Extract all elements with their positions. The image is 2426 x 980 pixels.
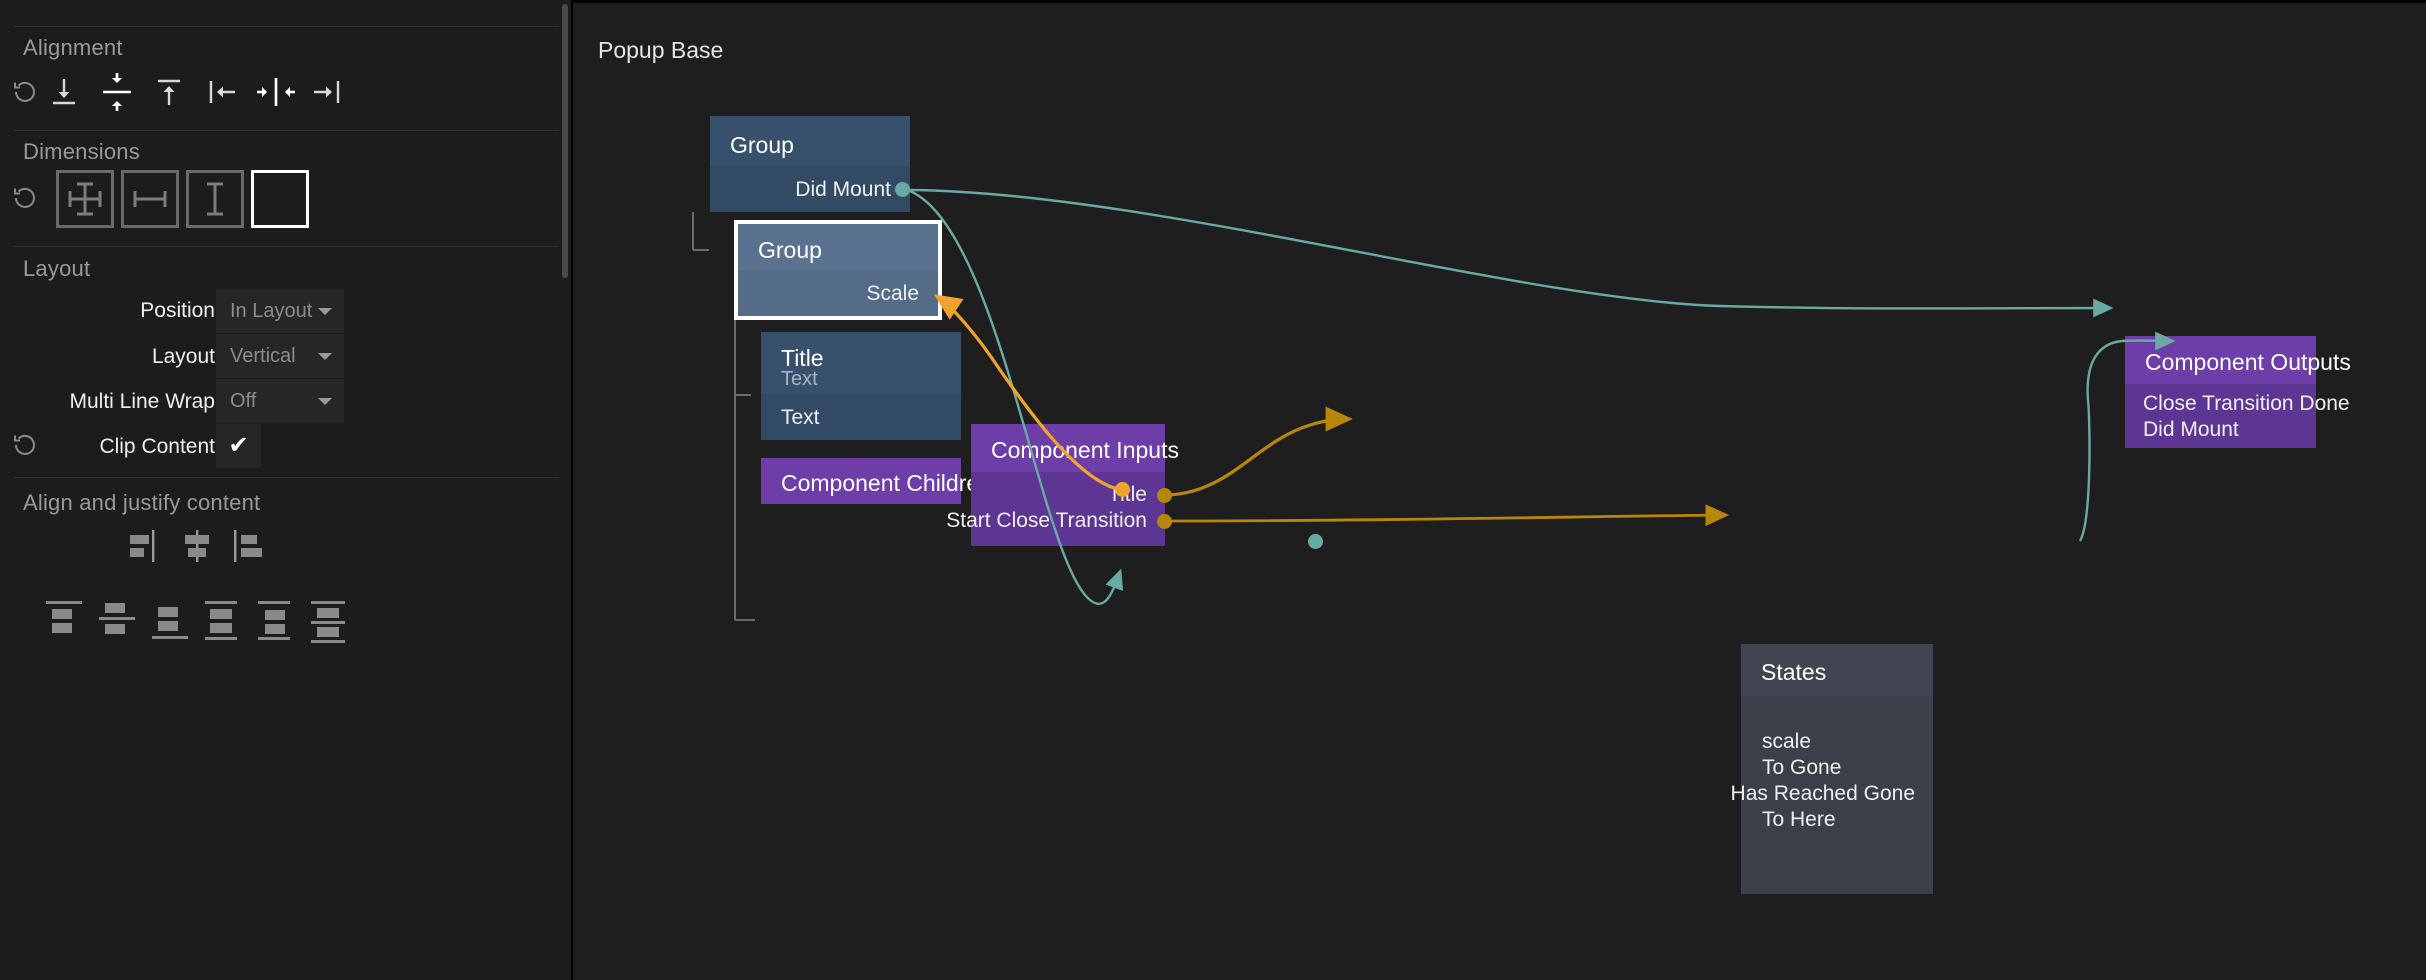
node-title: Component Children: [781, 470, 992, 496]
align-content-space-around-icon[interactable]: [256, 597, 302, 650]
node-subtitle: Text: [781, 368, 818, 390]
node-header: Component Children: [761, 458, 992, 504]
node-header: Title Text: [761, 332, 961, 394]
position-value: In Layout: [230, 300, 313, 322]
node-title-text[interactable]: Title Text Text: [761, 332, 961, 440]
divider: [14, 26, 559, 27]
port-dot-has-reached-gone[interactable]: [1308, 534, 1323, 549]
size-height-icon[interactable]: [186, 170, 244, 228]
divider: [14, 130, 559, 131]
align-content-end-icon[interactable]: [150, 597, 196, 650]
port-has-reached-gone[interactable]: Has Reached Gone: [1730, 782, 1915, 805]
node-component-children[interactable]: Component Children: [761, 458, 992, 504]
node-header: States: [1741, 644, 1933, 696]
port-did-mount[interactable]: Did Mount: [795, 178, 891, 201]
node-header: Component Inputs: [971, 424, 1179, 472]
divider: [14, 246, 559, 247]
port-close-transition-done[interactable]: Close Transition Done: [2143, 392, 2350, 415]
multi-line-wrap-select[interactable]: Off: [216, 379, 344, 423]
align-right-icon[interactable]: [308, 74, 344, 110]
align-horizontal-center-icon[interactable]: [255, 74, 297, 110]
position-label: Position: [140, 299, 215, 322]
node-title: Group: [758, 237, 822, 263]
chevron-down-icon: [318, 353, 332, 360]
align-content-center-icon[interactable]: [97, 597, 143, 650]
reset-dimensions-icon[interactable]: [9, 182, 41, 214]
port-dot-start-close-transition-out[interactable]: [1157, 514, 1172, 529]
size-width-icon[interactable]: [121, 170, 179, 228]
size-both-icon[interactable]: [56, 170, 114, 228]
layout-select[interactable]: Vertical: [216, 334, 344, 378]
node-header: Component Outputs: [2125, 336, 2351, 384]
port-text[interactable]: Text: [781, 406, 820, 429]
justify-center-icon[interactable]: [178, 529, 216, 568]
layout-label: Layout: [151, 345, 215, 368]
node-title: States: [1761, 659, 1827, 685]
node-body: Did Mount: [710, 166, 910, 212]
node-header: Group: [710, 116, 910, 166]
align-content-start-icon[interactable]: [44, 597, 90, 650]
port-dot-title-out[interactable]: [1157, 488, 1172, 503]
divider: [14, 477, 559, 478]
node-title: Title: [781, 345, 824, 371]
node-graph-canvas[interactable]: Popup Base Group Did Mount Group: [573, 0, 2426, 980]
node-body: Text: [761, 394, 961, 440]
align-left-icon[interactable]: [205, 74, 241, 110]
canvas-top-border: [573, 0, 2426, 3]
node-group-outer[interactable]: Group Did Mount: [710, 116, 910, 212]
node-body: scale To Gone Has Reached Gone To Here: [1731, 696, 1933, 894]
layout-value: Vertical: [230, 345, 296, 367]
port-start-close-transition[interactable]: Start Close Transition: [946, 509, 1147, 532]
align-vertical-center-icon[interactable]: [99, 71, 135, 113]
reset-alignment-icon[interactable]: [9, 76, 41, 108]
port-dot-scale-states[interactable]: [1115, 482, 1130, 497]
dimensions-section-title: Dimensions: [23, 139, 140, 164]
node-title: Component Outputs: [2145, 349, 2351, 375]
port-dot-did-mount-out[interactable]: [895, 182, 910, 197]
node-header: Group: [738, 224, 938, 270]
align-justify-section-title: Align and justify content: [23, 490, 261, 515]
node-body: Close Transition Done Did Mount: [2125, 384, 2350, 448]
node-body: Scale: [738, 270, 938, 316]
clip-content-checkbox[interactable]: ✔: [216, 424, 261, 468]
reset-clip-content-icon[interactable]: [9, 429, 41, 461]
inspector-panel: Alignment: [0, 0, 573, 980]
layout-section-title: Layout: [23, 256, 91, 281]
align-content-space-evenly-icon[interactable]: [309, 597, 355, 650]
chevron-down-icon: [318, 308, 332, 315]
node-group-inner[interactable]: Group Scale: [734, 220, 942, 320]
align-content-space-between-icon[interactable]: [203, 597, 249, 650]
port-to-here[interactable]: To Here: [1762, 808, 1836, 831]
check-icon: ✔: [228, 432, 249, 459]
multi-line-wrap-value: Off: [230, 390, 257, 412]
port-scale-in[interactable]: scale: [1762, 730, 1812, 753]
position-select[interactable]: In Layout: [216, 289, 344, 333]
port-to-gone[interactable]: To Gone: [1762, 756, 1842, 779]
canvas-title: Popup Base: [598, 37, 724, 63]
node-title: Group: [730, 132, 794, 158]
inspector-scrollbar[interactable]: [562, 4, 568, 278]
align-bottom-icon[interactable]: [47, 74, 81, 110]
node-states[interactable]: States scale To Gone Has Reached Gone To…: [1731, 644, 1933, 894]
node-title: Component Inputs: [991, 437, 1179, 463]
size-fixed-icon[interactable]: [251, 170, 309, 228]
panel-divider: [571, 0, 573, 980]
align-top-icon[interactable]: [152, 74, 186, 110]
multi-line-wrap-label: Multi Line Wrap: [69, 390, 215, 413]
clip-content-label: Clip Content: [99, 435, 215, 458]
node-component-outputs[interactable]: Component Outputs Close Transition Done …: [2125, 336, 2351, 448]
justify-end-icon[interactable]: [232, 529, 270, 568]
alignment-section-title: Alignment: [23, 35, 123, 60]
port-did-mount-in[interactable]: Did Mount: [2143, 418, 2239, 441]
chevron-down-icon: [318, 398, 332, 405]
port-scale[interactable]: Scale: [866, 282, 919, 305]
justify-start-icon[interactable]: [126, 529, 164, 568]
node-body: Title Start Close Transition: [946, 472, 1165, 546]
node-component-inputs[interactable]: Component Inputs Title Start Close Trans…: [946, 424, 1179, 546]
